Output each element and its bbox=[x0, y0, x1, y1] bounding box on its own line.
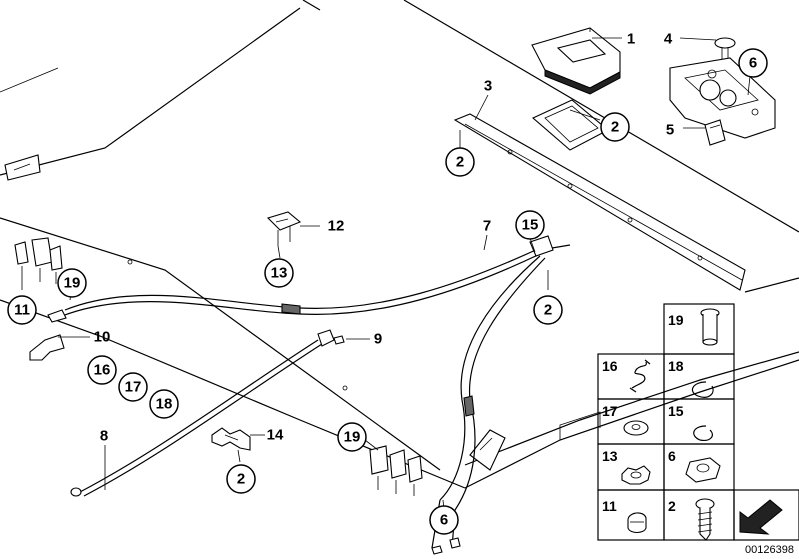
callout-6-lock: 6 bbox=[749, 55, 757, 72]
leader-lines bbox=[21, 37, 751, 511]
legend-label-11: 11 bbox=[602, 498, 617, 514]
part-14-clamp bbox=[211, 427, 251, 451]
callout-12: 12 bbox=[328, 218, 345, 235]
nut-icon bbox=[685, 457, 721, 483]
callout-1: 1 bbox=[627, 31, 635, 48]
legend-grid: 19 16 18 17 15 13 6 11 2 bbox=[597, 303, 799, 541]
callout-2-strip: 2 bbox=[456, 154, 464, 171]
spring-icon bbox=[629, 359, 651, 393]
callout-6-cable: 6 bbox=[440, 512, 448, 529]
washer-icon bbox=[623, 420, 649, 436]
callout-2-gasket: 2 bbox=[611, 119, 619, 136]
callout-3: 3 bbox=[484, 78, 492, 95]
callout-19-middle: 19 bbox=[344, 429, 361, 446]
callout-7: 7 bbox=[483, 218, 491, 235]
legend-label-18: 18 bbox=[668, 358, 684, 374]
pin-icon bbox=[700, 308, 720, 346]
legend-label-13: 13 bbox=[602, 448, 618, 464]
callout-2-cable: 2 bbox=[544, 302, 552, 319]
part-1-box bbox=[531, 27, 621, 95]
lock-assembly bbox=[669, 57, 776, 139]
callouts: 1 4 3 5 7 12 9 10 8 14 bbox=[94, 31, 675, 445]
legend-label-19: 19 bbox=[668, 312, 684, 328]
legend-label-17: 17 bbox=[602, 403, 618, 419]
cables bbox=[47, 235, 571, 555]
callout-19-left: 19 bbox=[64, 275, 81, 292]
plug-icon bbox=[627, 512, 647, 534]
reference-number: 00126398 bbox=[745, 544, 794, 556]
callout-9: 9 bbox=[374, 331, 382, 348]
callout-18: 18 bbox=[156, 396, 173, 413]
legend-label-16: 16 bbox=[602, 358, 618, 374]
legend-label-2: 2 bbox=[668, 498, 676, 514]
callout-10: 10 bbox=[94, 329, 111, 346]
part-5-bracket bbox=[704, 119, 726, 146]
lower-panel bbox=[0, 217, 799, 496]
part-10-lever bbox=[29, 334, 65, 361]
legend-label-6: 6 bbox=[668, 448, 676, 464]
circled-callouts: 6 2 2 15 13 19 11 2 16 17 18 19 2 6 bbox=[7, 48, 768, 535]
part-2-gasket bbox=[531, 99, 609, 151]
callout-16: 16 bbox=[94, 362, 111, 379]
circlip-icon bbox=[691, 381, 714, 398]
callout-14: 14 bbox=[267, 427, 284, 444]
star-washer-icon bbox=[621, 465, 651, 485]
screw-icon bbox=[695, 498, 715, 541]
upper-panel bbox=[0, 0, 799, 293]
callout-13: 13 bbox=[271, 265, 288, 282]
direction-arrow-icon bbox=[739, 499, 783, 535]
callout-17: 17 bbox=[125, 379, 142, 396]
callout-5: 5 bbox=[666, 122, 674, 139]
legend-label-15: 15 bbox=[668, 403, 684, 419]
circlip-small-icon bbox=[693, 425, 713, 441]
callout-8: 8 bbox=[100, 428, 108, 445]
callout-4: 4 bbox=[664, 31, 673, 48]
callout-11: 11 bbox=[14, 302, 30, 319]
part-12-clip bbox=[266, 211, 302, 246]
callout-15: 15 bbox=[522, 217, 539, 234]
callout-2-clamp: 2 bbox=[237, 471, 245, 488]
part-3-strip bbox=[453, 113, 746, 291]
